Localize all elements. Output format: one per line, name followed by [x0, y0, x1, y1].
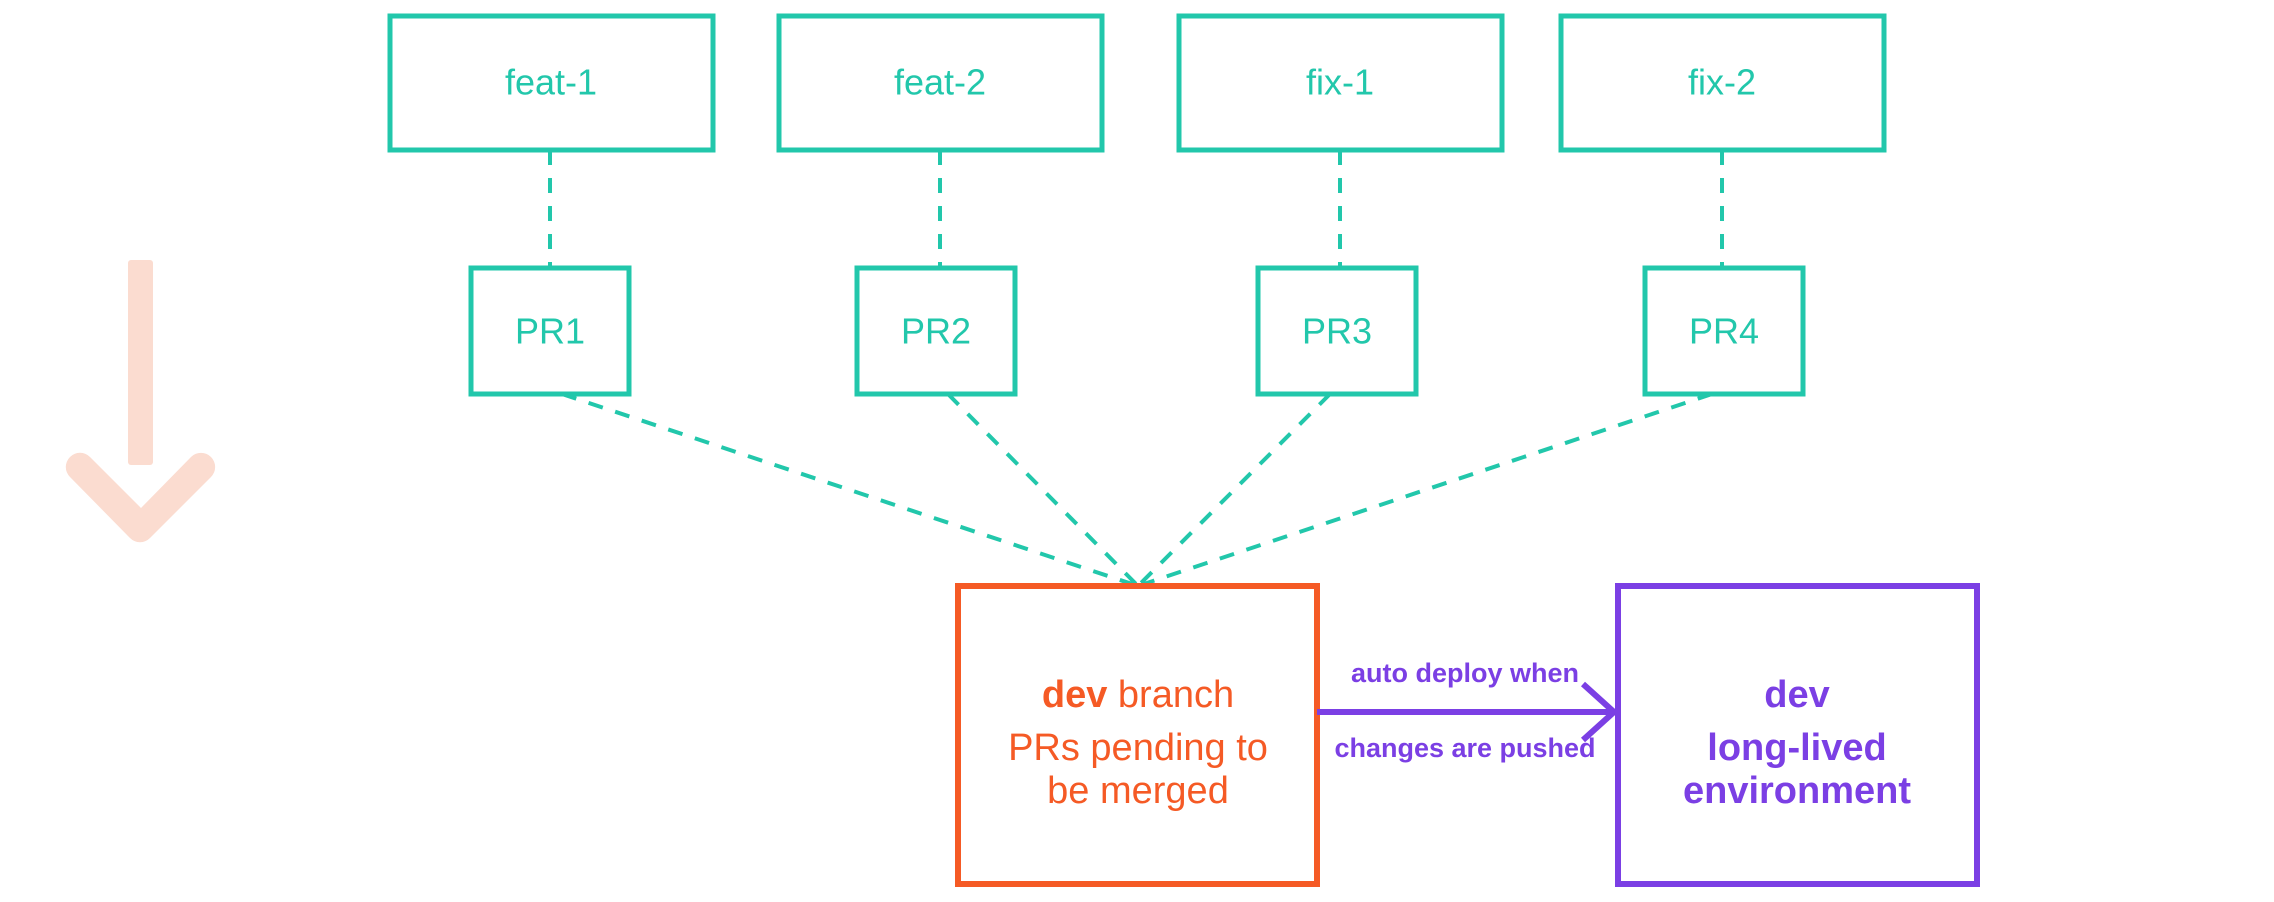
connector-pr4-dev [1137, 392, 1713, 588]
dev-branch-line3: be merged [1047, 770, 1229, 812]
dev-branch-title-bold: dev [1042, 674, 1107, 716]
branch-node-feat-1[interactable]: feat-1 [387, 13, 716, 153]
dev-branch-line2: PRs pending to [1008, 727, 1268, 769]
deploy-edge-label-top: auto deploy when [1351, 658, 1579, 688]
branch-node-fix-1-label: fix-1 [1306, 62, 1374, 103]
branch-node-fix-2[interactable]: fix-2 [1558, 13, 1887, 153]
branch-node-feat-1-label: feat-1 [505, 62, 597, 103]
branch-to-pr-connectors [548, 150, 1724, 268]
deploy-edge-label-bottom: changes are pushed [1334, 733, 1595, 763]
pr-node-pr4-label: PR4 [1689, 311, 1759, 352]
pr-node-pr1-label: PR1 [515, 311, 585, 352]
pr-node-pr2-label: PR2 [901, 311, 971, 352]
pr-node-pr1[interactable]: PR1 [468, 265, 632, 397]
connector-pr1-dev [561, 392, 1139, 588]
dev-branch-node[interactable]: dev branch PRs pending to be merged [955, 583, 1320, 887]
pr-node-pr2[interactable]: PR2 [854, 265, 1018, 397]
dev-environment-node[interactable]: dev long-lived environment [1615, 583, 1980, 887]
branch-node-feat-2-label: feat-2 [894, 62, 986, 103]
dev-environment-line3: environment [1683, 770, 1911, 812]
pr-node-pr3-label: PR3 [1302, 311, 1372, 352]
branch-node-feat-2[interactable]: feat-2 [776, 13, 1105, 153]
dev-environment-title: dev [1764, 674, 1829, 716]
pr-node-pr3[interactable]: PR3 [1255, 265, 1419, 397]
connector-pr2-dev [946, 392, 1140, 588]
branch-node-fix-1[interactable]: fix-1 [1176, 13, 1505, 153]
dev-environment-line2: long-lived [1707, 727, 1886, 769]
pr-to-dev-connectors [561, 392, 1713, 588]
connector-pr3-dev [1136, 392, 1332, 588]
deploy-arrow [1317, 681, 1619, 743]
branch-node-fix-2-label: fix-2 [1688, 62, 1756, 103]
dev-branch-title: dev branch [1042, 674, 1234, 716]
dev-branch-title-rest: branch [1107, 674, 1234, 716]
downward-flow-arrow [65, 260, 216, 543]
pr-node-pr4[interactable]: PR4 [1642, 265, 1806, 397]
